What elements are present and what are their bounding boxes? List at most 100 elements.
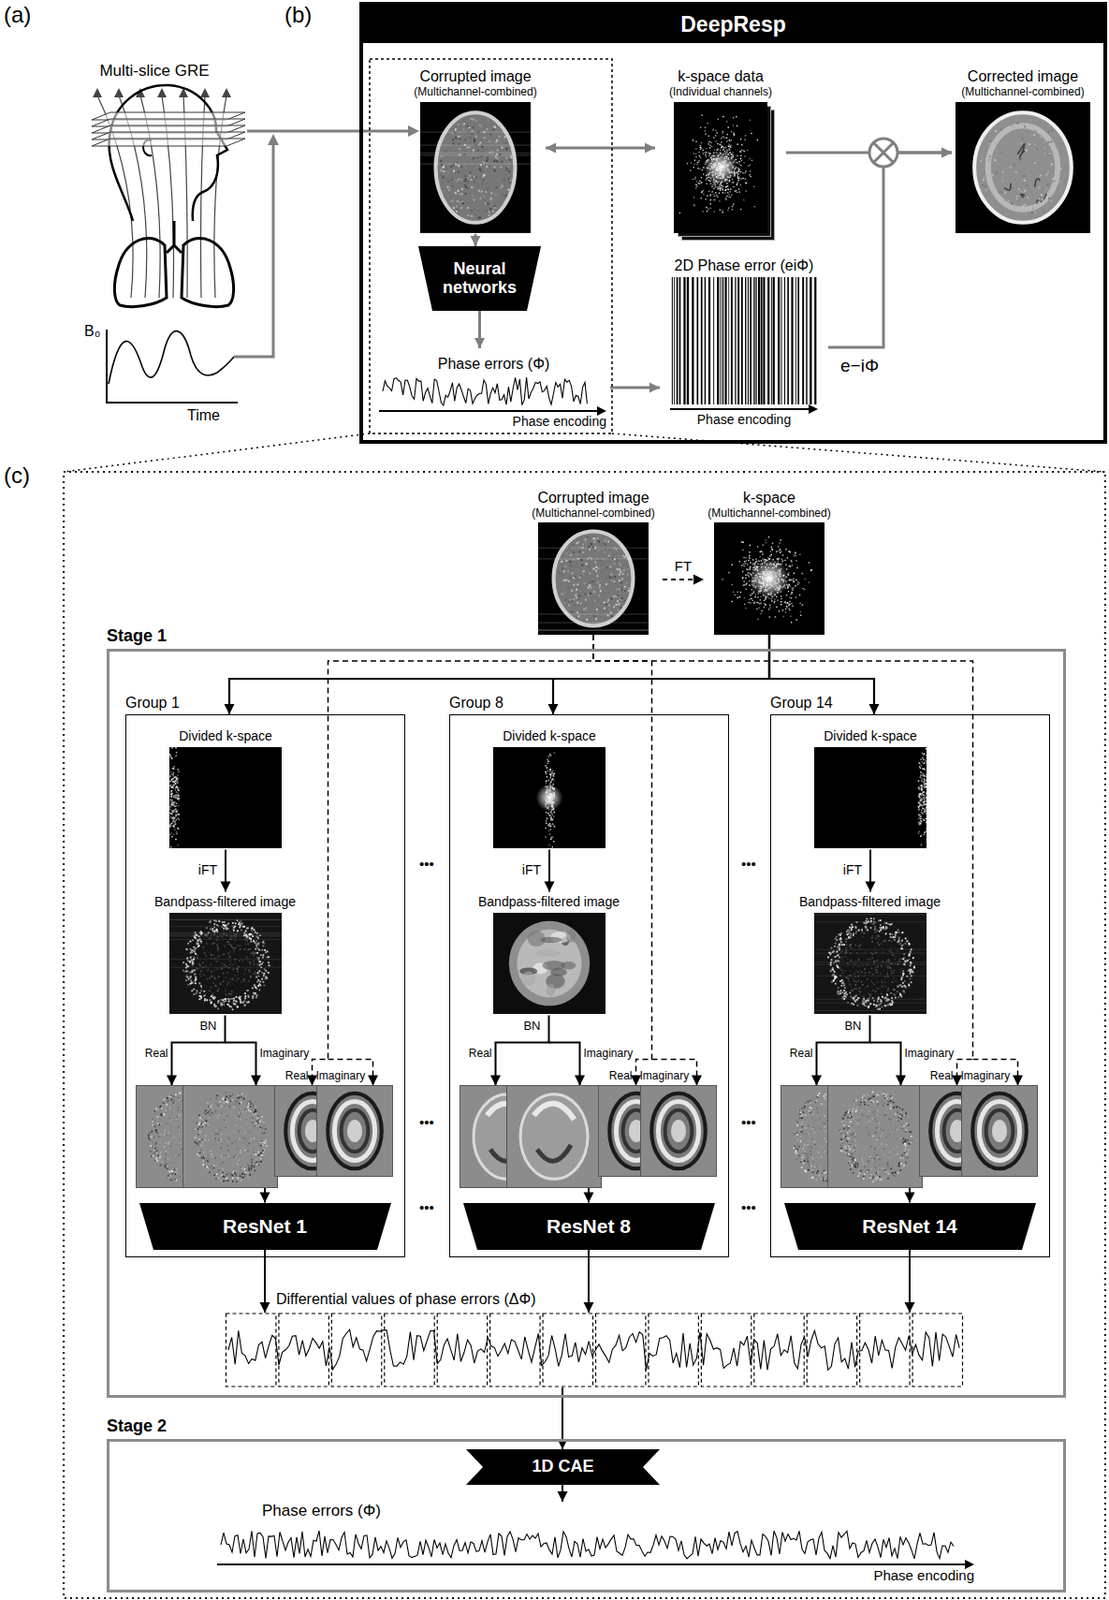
image-texture: [576, 598, 579, 600]
node-label: (Multichannel-combined): [951, 85, 1095, 99]
image-texture: [440, 170, 443, 173]
image-texture: [751, 160, 753, 161]
image-texture: [583, 616, 585, 619]
connector: [224, 634, 771, 715]
image-texture: [772, 549, 774, 551]
image-texture: [508, 177, 511, 180]
image-texture: [593, 590, 596, 593]
image-texture: [572, 583, 575, 586]
image-texture: [732, 181, 734, 183]
image-texture: [622, 572, 625, 575]
image-texture: [757, 139, 759, 141]
image-texture: [1009, 166, 1012, 169]
image-texture: [725, 186, 727, 188]
image-texture: [470, 132, 473, 135]
image-texture: [490, 140, 493, 143]
image-texture: [694, 160, 696, 161]
image-texture: [721, 209, 723, 211]
image-texture: [711, 190, 713, 192]
connector: [583, 1249, 595, 1314]
trapezoid-fill: [418, 246, 541, 311]
image-texture: [718, 186, 720, 188]
image-texture: [755, 594, 757, 596]
image-texture: [773, 598, 775, 599]
image-texture: [576, 554, 579, 556]
image-texture: [739, 560, 741, 562]
image-texture: [740, 151, 742, 153]
image-texture: [794, 584, 796, 586]
image-texture: [594, 561, 597, 564]
image-texture: [776, 557, 778, 559]
image-texture: [605, 602, 608, 605]
image-texture: [488, 140, 491, 143]
image-texture: [765, 603, 767, 605]
image-texture: [1004, 191, 1007, 194]
connector: [548, 634, 771, 715]
image-texture: [175, 817, 178, 820]
image-texture: [729, 196, 731, 198]
image-texture: [1046, 195, 1049, 198]
arrowhead: [92, 87, 103, 98]
connector: [769, 634, 880, 715]
image-texture: [607, 539, 610, 542]
image-texture: [617, 561, 620, 564]
slice: [91, 138, 246, 146]
arrowhead: [941, 147, 952, 159]
image-texture: [500, 185, 503, 188]
image-texture: [729, 149, 730, 151]
image-texture: [798, 582, 800, 584]
connector-line: [549, 1042, 581, 1086]
image-texture: [747, 164, 749, 166]
image-texture: [765, 541, 767, 543]
image-texture: [1026, 145, 1029, 148]
image-texture: [492, 128, 495, 131]
image-texture: [744, 182, 746, 184]
image-texture: [489, 207, 492, 210]
image-texture: [439, 174, 442, 176]
image-texture: [717, 188, 719, 190]
image-texture: [1043, 171, 1046, 174]
image-texture: [713, 136, 715, 138]
image-texture: [741, 564, 743, 566]
image-texture: [460, 206, 463, 209]
image-texture: [738, 179, 740, 181]
image-texture: [1024, 204, 1027, 206]
image-texture: [628, 586, 631, 589]
image-texture: [786, 594, 788, 596]
image-texture: [702, 152, 704, 154]
image-texture: [734, 277, 736, 405]
image-texture: [1026, 184, 1029, 187]
image-texture: [1021, 214, 1024, 217]
image-texture: [624, 588, 627, 591]
image-texture: [794, 552, 796, 554]
image-texture: [744, 138, 745, 140]
image-texture: [461, 188, 464, 190]
image-texture: [792, 577, 794, 579]
image-texture: [744, 588, 746, 590]
image-texture: [791, 564, 793, 566]
connector-line: [172, 1015, 226, 1086]
node-label: k-space: [703, 486, 835, 507]
image-texture: [715, 134, 716, 136]
image-texture: [170, 846, 173, 848]
image-texture: [566, 552, 569, 555]
image-texture: [560, 592, 563, 595]
image-texture: [1040, 193, 1043, 196]
image-texture: [483, 202, 486, 205]
connector: [557, 1484, 569, 1502]
image-texture: [748, 554, 750, 556]
image-texture: [741, 277, 744, 405]
image-texture: [172, 777, 175, 780]
connector: [662, 574, 704, 585]
image-texture: [710, 199, 712, 201]
image-texture: [761, 553, 763, 555]
image-texture: [759, 598, 761, 600]
image-texture: [745, 182, 747, 184]
arrowhead: [545, 143, 556, 154]
image-texture: [1059, 180, 1062, 183]
image-texture: [736, 597, 738, 599]
multiply-cross: [874, 143, 893, 162]
image-texture: [172, 785, 175, 788]
connector-line: [553, 634, 770, 715]
image-texture: [488, 214, 491, 217]
